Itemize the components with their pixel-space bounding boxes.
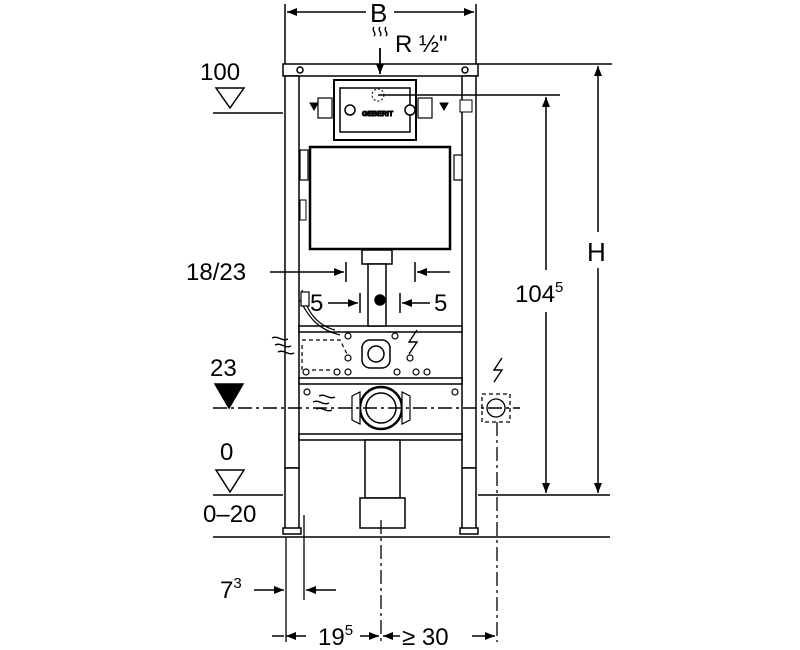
cistern [299,145,463,251]
level-0-marker [214,469,246,494]
actuator-plate: GEBERIT [317,79,433,141]
supply-label: R ½" [395,31,448,58]
height-dimension [478,63,612,493]
height-1045-dimension [378,94,560,493]
depth-195-label: 195 [318,622,353,650]
drain-pipe [359,439,406,529]
pipe-1823-label: 18/23 [186,259,246,286]
offset-dimensions [328,293,430,313]
level-100-label: 100 [200,59,240,86]
supply-hose [299,289,351,371]
pipe-1823-dimension [270,262,450,282]
level-23-marker [213,383,520,410]
width-label: B [370,0,387,28]
level-23-label: 23 [210,355,237,382]
flush-pipe [361,249,393,327]
depth-73-label: 73 [220,575,242,604]
electric-icon [407,329,504,383]
geberit-logo: GEBERIT [362,111,394,118]
offset-right-label: 5 [434,290,447,317]
side-markers [309,99,473,113]
mounting-frame [282,63,479,535]
bottom-guide-lines [285,422,498,642]
level-marker-icon [213,87,283,114]
water-supply-icon [372,26,388,37]
level-0-label: 0 [220,439,233,466]
height-label: H [587,237,606,267]
floor-lines [213,494,610,538]
floor-range-label: 0–20 [203,501,256,528]
clearance-label: ≥ 30 [402,624,449,650]
width-dimension [284,4,477,64]
height-1045-label: 1045 [515,279,563,308]
hose-water-icon [271,336,295,355]
offset-left-label: 5 [310,290,323,317]
rail-holes [302,332,459,396]
